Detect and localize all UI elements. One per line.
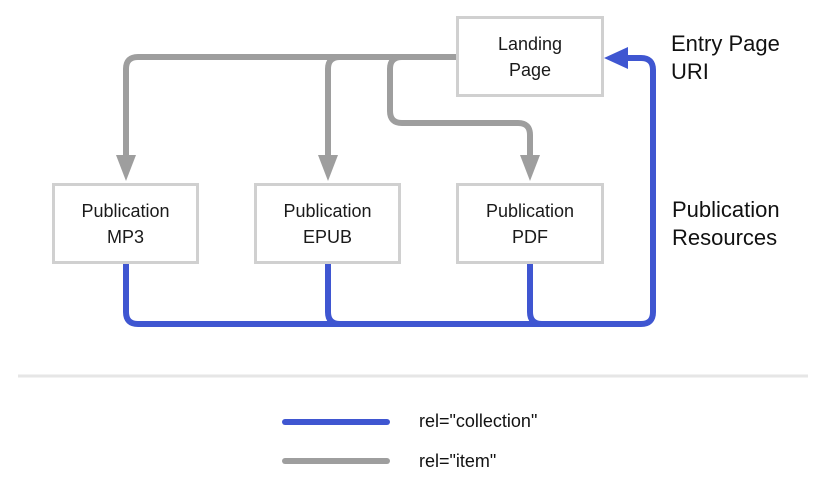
epub-label-line2: EPUB	[302, 226, 353, 247]
landing-page-label-line2: Page	[508, 59, 552, 80]
entry-label-line1: Entry Page	[671, 31, 780, 56]
resources-label-line1: Publication	[672, 197, 780, 222]
epub-label-line1: Publication	[283, 200, 372, 221]
item-arrowhead-mp3	[116, 155, 136, 181]
publication-pdf-node: Publication PDF	[456, 183, 604, 264]
pdf-label-line2: PDF	[512, 226, 548, 247]
mp3-label-line1: Publication	[81, 200, 170, 221]
item-arrowhead-pdf	[520, 155, 540, 181]
landing-page-node: Landing Page	[456, 16, 604, 97]
publication-mp3-node: Publication MP3	[52, 183, 199, 264]
pdf-label-line1: Publication	[485, 200, 575, 221]
mp3-label-line2: MP3	[106, 226, 144, 247]
legend-label-item: rel="item"	[419, 451, 497, 471]
collection-arrowhead	[604, 47, 628, 69]
item-edge-mp3	[123, 54, 461, 158]
item-edge-pdf	[387, 54, 533, 158]
legend-label-collection: rel="collection"	[419, 411, 538, 431]
resources-label-line2: Resources	[672, 225, 778, 250]
item-arrowhead-epub	[318, 155, 338, 181]
item-edge-epub	[325, 54, 343, 158]
landing-page-label-line1: Landing	[497, 33, 563, 54]
entry-label-line2: URI	[671, 59, 709, 84]
collection-edge-pdf	[527, 261, 545, 327]
publication-resources-label: Publication Resources	[672, 196, 780, 252]
publication-epub-node: Publication EPUB	[254, 183, 401, 264]
collection-edge-epub	[325, 261, 343, 327]
entry-page-uri-label: Entry Page URI	[671, 30, 780, 86]
collection-edge-main	[123, 55, 656, 327]
